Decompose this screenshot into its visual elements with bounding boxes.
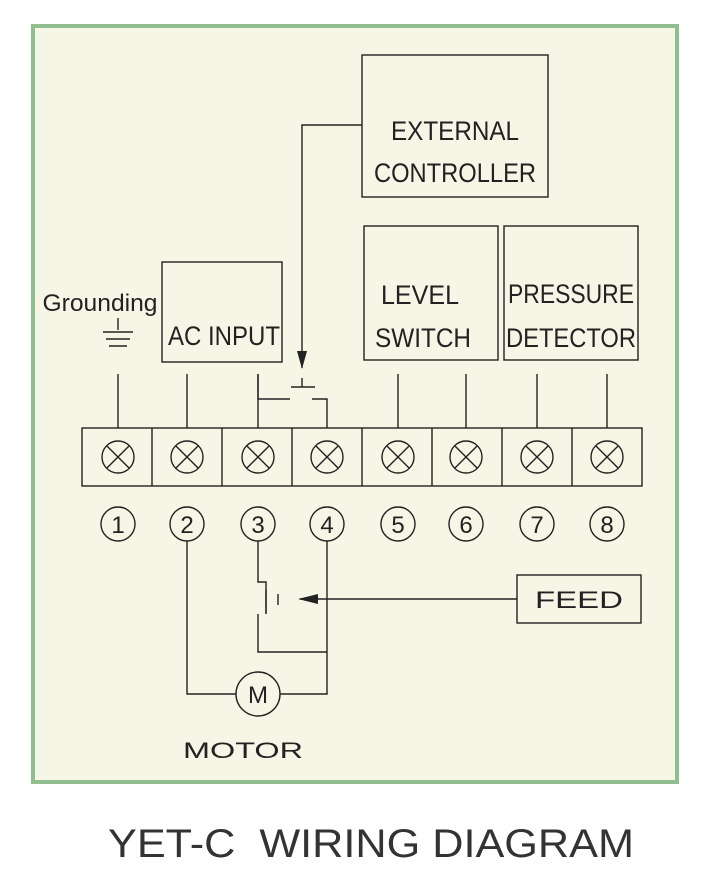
terminal-numbers: 1 2 3 4 5 6 7 8 [100,506,625,542]
wire-3-bypass [257,614,327,653]
level-switch-label-line2: SWITCH [375,323,471,353]
controller-wire [301,124,362,368]
terminal-screws [101,440,624,474]
terminal-number-label: 4 [320,512,333,539]
motor-symbol [235,671,281,717]
external-controller-label-line2: CONTROLLER [374,158,536,188]
pressure-detector-label-line2: DETECTOR [506,323,636,353]
terminal-number-8: 8 [589,506,625,542]
panel-frame [31,24,679,784]
terminal-screw-1 [101,440,135,474]
feed-label: FEED [535,587,623,614]
terminal-number-label: 8 [600,512,613,539]
external-controller-label-line1: EXTERNAL [391,116,519,146]
wire-4-motor [280,541,328,695]
ac-input-box [161,261,283,363]
terminal-screw-2 [170,440,204,474]
pressure-detector-label-line1: PRESSURE [508,279,634,309]
feed-arrowhead [298,594,318,604]
diagram-title: YET-C WIRING DIAGRAM [108,822,634,866]
wire-2-motor [186,541,236,695]
external-controller-box [361,54,549,198]
motor-label: MOTOR [183,738,303,763]
terminal-screw-6 [449,440,483,474]
ac-input-label: AC INPUT [168,321,280,351]
grounding-label: Grounding [43,290,158,317]
terminal-number-7: 7 [519,506,555,542]
terminal-number-5: 5 [380,506,416,542]
pressure-detector-box [503,225,639,361]
terminal-screw-4 [310,440,344,474]
controller-arrowhead [297,351,307,369]
motor-symbol-label: M [248,682,268,709]
terminal-number-label: 5 [391,512,404,539]
terminal-screw-3 [241,440,275,474]
terminal-number-label: 3 [251,512,264,539]
terminal-number-label: 2 [180,512,193,539]
level-switch-box [363,225,499,361]
terminal-number-label: 6 [459,512,472,539]
terminal-screw-5 [381,440,415,474]
terminal-number-label: 7 [530,512,543,539]
feed-box [516,574,642,624]
ground-icon [103,318,133,347]
level-switch-label-line1: LEVEL [381,280,459,310]
terminal-number-6: 6 [448,506,484,542]
terminal-number-label: 1 [111,512,124,539]
contact-wire-right [312,398,328,428]
terminal-screw-7 [520,440,554,474]
terminal-cells [151,428,573,486]
terminal-screw-8 [590,440,624,474]
terminal-number-1: 1 [100,506,136,542]
